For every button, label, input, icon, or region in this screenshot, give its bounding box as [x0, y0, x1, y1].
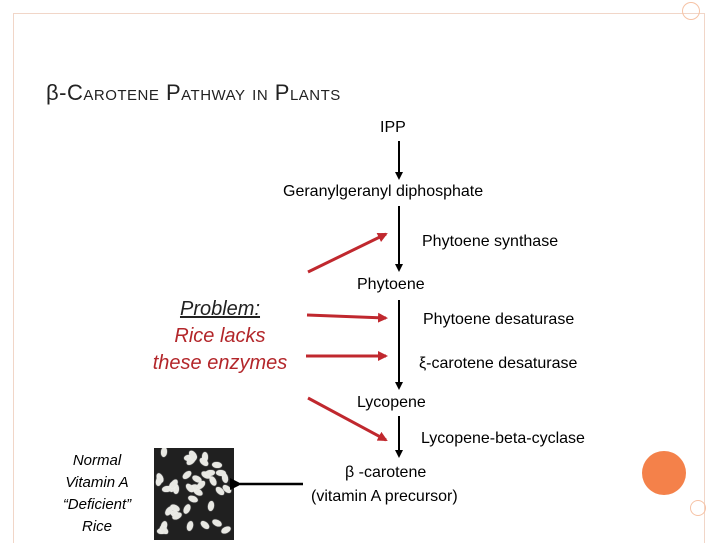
red-arrow-phytoene-desaturase [306, 312, 388, 323]
phytoene-desaturase-label: Phytoene desaturase [423, 311, 575, 328]
small-circle-decoration [690, 500, 706, 516]
rice-caption-line-3: “Deficient” [62, 496, 132, 513]
corner-circle-decoration [682, 2, 700, 20]
vitamin-a-precursor-label: (vitamin A precursor) [311, 488, 458, 505]
problem-heading: Problem: [179, 298, 261, 320]
phytoene-synthase-label: Phytoene synthase [422, 233, 559, 250]
title-text: -Carotene Pathway in Plants [59, 80, 341, 105]
problem-line-1: Rice lacks [174, 325, 266, 347]
lycopene-label: Lycopene [357, 394, 426, 411]
title-greek: β [46, 80, 60, 105]
red-arrow-phytoene-synthase [307, 232, 388, 274]
ipp-label: IPP [380, 119, 406, 136]
slide-frame [13, 13, 705, 543]
rice-caption-line-2: Vitamin A [65, 474, 129, 491]
problem-line-2: these enzymes [152, 352, 288, 374]
beta-carotene-label: β -carotene [345, 464, 427, 481]
rice-caption-line-1: Normal [72, 452, 122, 469]
rice-photo [154, 448, 234, 540]
red-arrow-lycopene-beta-cyclase [307, 396, 388, 442]
orange-circle-decoration [642, 451, 686, 495]
rice-caption-line-4: Rice [81, 518, 112, 535]
ggpp-label: Geranylgeranyl diphosphate [283, 183, 484, 200]
problem-box: Problem: Rice lacks these enzymes [135, 296, 305, 377]
rice-caption: Normal Vitamin A “Deficient” Rice [48, 450, 146, 538]
zeta-carotene-desaturase-label: ξ-carotene desaturase [419, 355, 578, 372]
slide-title: β-Carotene Pathway in Plants [46, 80, 341, 106]
phytoene-label: Phytoene [357, 276, 425, 293]
lycopene-beta-cyclase-label: Lycopene-beta-cyclase [421, 430, 585, 447]
